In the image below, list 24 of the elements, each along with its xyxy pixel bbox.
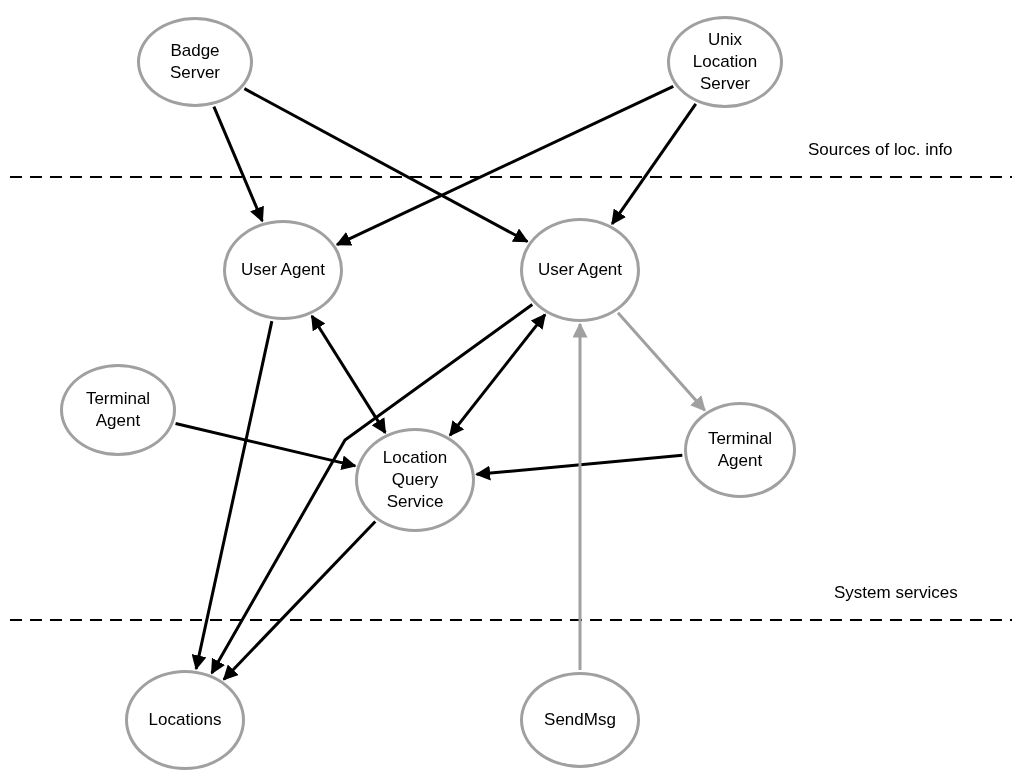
arrow <box>222 520 377 681</box>
arrow <box>572 322 588 670</box>
arrow <box>175 422 357 471</box>
arrow <box>448 313 547 437</box>
node-label: Location Query Service <box>381 447 449 513</box>
arrow <box>616 311 706 412</box>
node-label: User Agent <box>239 259 327 281</box>
arrow <box>191 320 274 671</box>
node-label: Locations <box>147 709 223 731</box>
arrow <box>310 314 387 434</box>
arrow <box>475 453 683 481</box>
node-label: Terminal Agent <box>706 428 774 472</box>
layer-label: Sources of loc. info <box>808 139 953 161</box>
node-label: SendMsg <box>543 709 617 731</box>
arrow <box>610 103 697 226</box>
node-label: Badge Server <box>168 40 222 84</box>
arrow <box>212 106 264 223</box>
layer-label: System services <box>834 582 958 604</box>
arrow <box>335 85 674 246</box>
node-label: Terminal Agent <box>84 388 152 432</box>
arrow <box>210 303 534 675</box>
arrow <box>243 87 529 243</box>
node-label: Unix Location Server <box>691 29 759 95</box>
node-label: User Agent <box>536 259 624 281</box>
